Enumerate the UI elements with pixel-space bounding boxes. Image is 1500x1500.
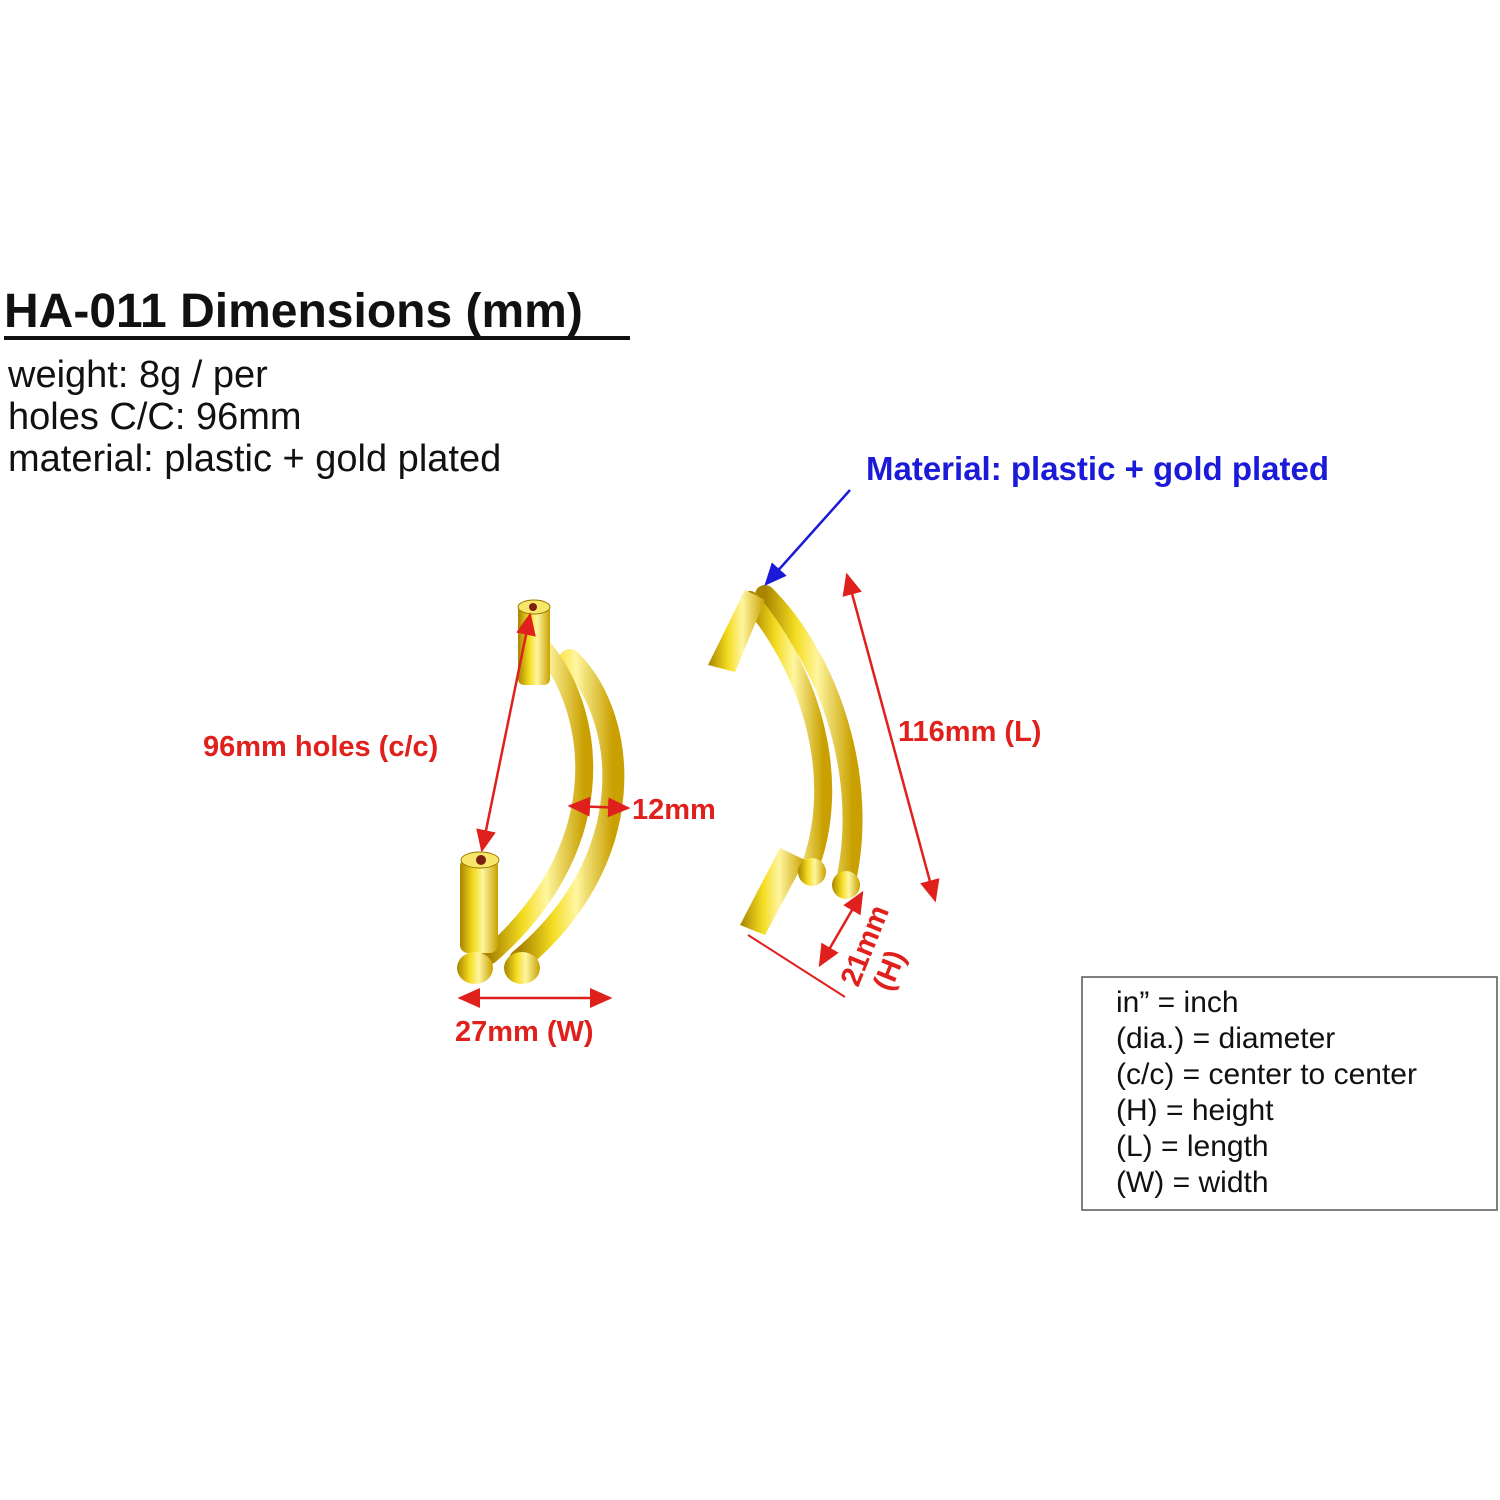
height-extension-line: [747, 934, 846, 998]
spec-material: material: plastic + gold plated: [8, 438, 501, 480]
legend-item: in” = inch: [1116, 986, 1239, 1019]
legend-item: (c/c) = center to center: [1116, 1058, 1417, 1091]
holes-arrow: [476, 612, 536, 853]
thickness-label: 12mm: [632, 794, 716, 826]
material-arrow: [764, 489, 851, 586]
thickness-arrow: [567, 796, 631, 818]
width-label: 27mm (W): [455, 1016, 594, 1048]
legend-item: (L) = length: [1116, 1130, 1269, 1163]
handle-front-view: [457, 599, 625, 984]
length-label: 116mm (L): [898, 716, 1041, 748]
height-arrow: [818, 890, 864, 968]
spec-weight: weight: 8g / per: [7, 354, 268, 396]
legend-item: (W) = width: [1116, 1166, 1269, 1199]
spec-holes: holes C/C: 96mm: [8, 396, 302, 438]
length-arrow: [842, 572, 940, 903]
abbreviation-legend: in” = inch (dia.) = diameter (c/c) = cen…: [1081, 976, 1498, 1211]
holes-label: 96mm holes (c/c): [203, 731, 438, 763]
material-callout: Material: plastic + gold plated: [866, 450, 1329, 487]
legend-item: (dia.) = diameter: [1116, 1022, 1335, 1055]
legend-item: (H) = height: [1116, 1094, 1274, 1127]
page-title: HA-011 Dimensions (mm): [4, 285, 583, 338]
handle-side-view: [708, 585, 863, 935]
